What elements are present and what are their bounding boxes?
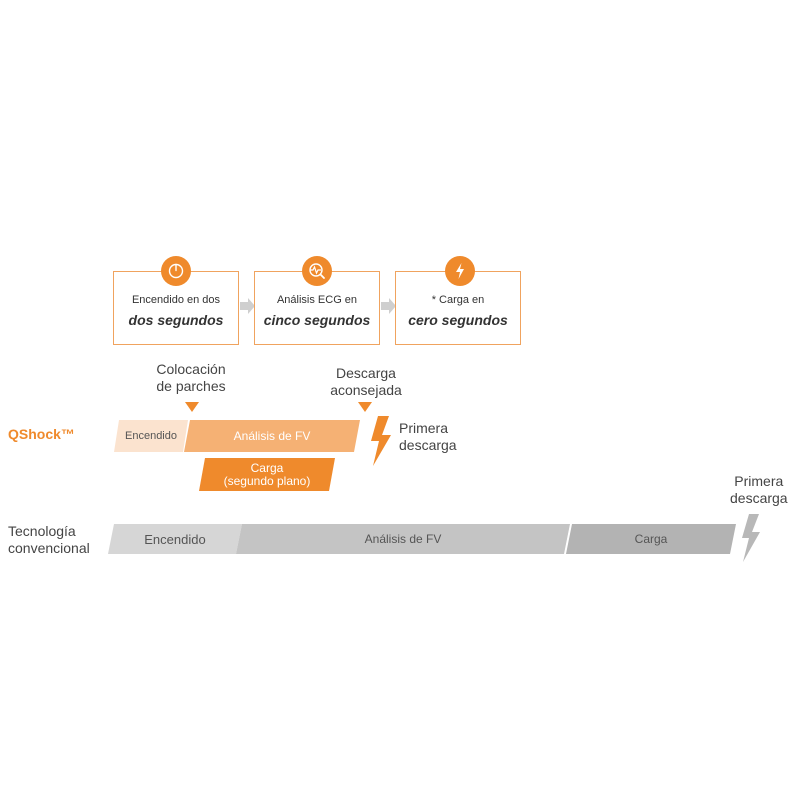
qshock-first-shock-label: Primera descarga: [399, 420, 457, 453]
arrow-right-icon: [240, 298, 255, 314]
lightning-bolt-icon: [371, 416, 391, 466]
step-power-on-text: Encendido en dos: [131, 294, 221, 306]
conventional-row-label: Tecnología convencional: [8, 523, 90, 556]
qshock-row-label: QShock™: [8, 426, 75, 442]
lightning-icon: [445, 256, 475, 286]
qshock-power-on-bar: Encendido: [114, 420, 188, 452]
qshock-analysis-bar: Análisis de FV: [184, 420, 360, 452]
conventional-first-shock-label: Primera descarga: [730, 473, 788, 506]
shock-advised-label: Descarga aconsejada: [330, 365, 402, 398]
conventional-power-on-bar: Encendido: [108, 524, 242, 554]
conventional-charge-bar: Carga: [566, 524, 736, 554]
marker-triangle-icon: [358, 402, 372, 412]
step-analysis-text: Análisis ECG en: [276, 294, 358, 306]
conventional-analysis-bar: Análisis de FV: [236, 524, 570, 554]
arrow-right-icon: [381, 298, 396, 314]
lightning-bolt-icon: [742, 514, 760, 562]
power-icon: [161, 256, 191, 286]
step-charge-text: * Carga en: [431, 294, 485, 306]
step-analysis-time: cinco segundos: [263, 312, 371, 328]
electrode-placement-label: Colocación de parches: [156, 361, 226, 394]
step-charge-time: cero segundos: [408, 312, 508, 328]
qshock-charge-bar: Carga (segundo plano): [199, 458, 335, 491]
step-power-on-time: dos segundos: [128, 312, 224, 328]
ecg-analysis-icon: [302, 256, 332, 286]
marker-triangle-icon: [185, 402, 199, 412]
